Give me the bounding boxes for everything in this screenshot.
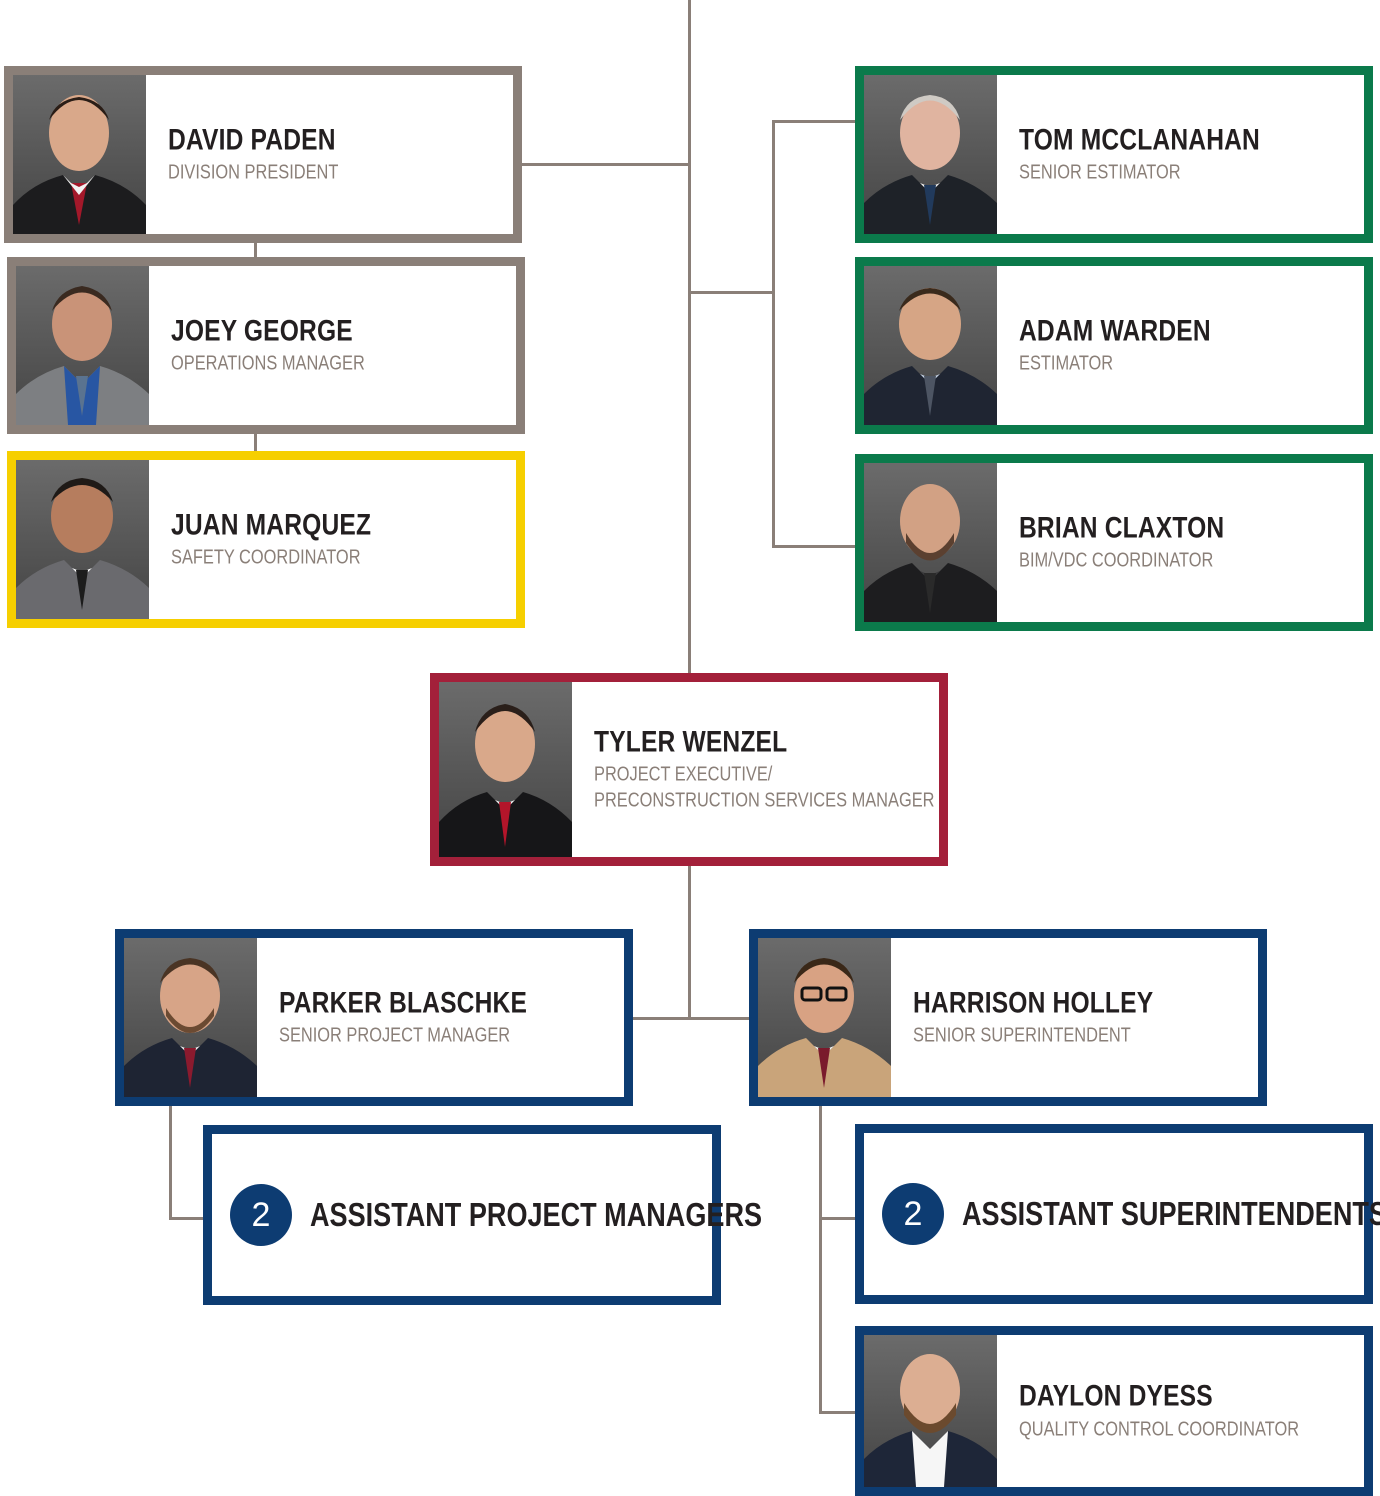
connector-paden-george bbox=[254, 240, 257, 260]
person-name: JOEY GEORGE bbox=[171, 313, 353, 347]
card-tom-mcclanahan[interactable]: TOM MCCLANAHAN SENIOR ESTIMATOR bbox=[855, 66, 1373, 243]
person-title: SENIOR ESTIMATOR bbox=[1019, 161, 1181, 184]
person-name: TYLER WENZEL bbox=[594, 724, 788, 758]
card-adam-warden[interactable]: ADAM WARDEN ESTIMATOR bbox=[855, 257, 1373, 434]
card-david-paden[interactable]: DAVID PADEN DIVISION PRESIDENT bbox=[4, 66, 522, 243]
person-name: PARKER BLASCHKE bbox=[279, 985, 528, 1019]
connector-claxton bbox=[772, 545, 858, 548]
person-title: ESTIMATOR bbox=[1019, 352, 1114, 375]
count-badge: 2 bbox=[230, 1184, 292, 1246]
person-title: OPERATIONS MANAGER bbox=[171, 352, 365, 375]
connector-estimating-vertical bbox=[772, 120, 775, 548]
person-name: TOM MCCLANAHAN bbox=[1019, 122, 1260, 156]
brian-claxton-photo bbox=[864, 463, 997, 622]
card-assistant-superintendents[interactable]: 2 ASSISTANT SUPERINTENDENTS bbox=[855, 1124, 1380, 1304]
connector-mcclanahan bbox=[772, 120, 858, 123]
connector-assistant-pms bbox=[169, 1217, 207, 1220]
person-title-line1: PROJECT EXECUTIVE/ bbox=[594, 763, 773, 786]
card-daylon-dyess[interactable]: DAYLON DYESS QUALITY CONTROL COORDINATOR bbox=[855, 1326, 1373, 1496]
group-label: ASSISTANT SUPERINTENDENTS bbox=[962, 1195, 1380, 1232]
connector-paden bbox=[520, 163, 690, 166]
card-assistant-project-managers[interactable]: 2 ASSISTANT PROJECT MANAGERS bbox=[203, 1125, 762, 1305]
person-name: ADAM WARDEN bbox=[1019, 313, 1211, 347]
connector-holley-down bbox=[819, 1104, 822, 1414]
person-title: SAFETY COORDINATOR bbox=[171, 546, 361, 569]
count-badge: 2 bbox=[882, 1183, 944, 1245]
connector-george-marquez bbox=[254, 432, 257, 454]
david-paden-photo bbox=[13, 75, 146, 234]
card-parker-blaschke[interactable]: PARKER BLASCHKE SENIOR PROJECT MANAGER bbox=[115, 929, 633, 1106]
card-joey-george[interactable]: JOEY GEORGE OPERATIONS MANAGER bbox=[7, 257, 525, 434]
person-title: QUALITY CONTROL COORDINATOR bbox=[1019, 1417, 1300, 1440]
card-tyler-wenzel[interactable]: TYLER WENZEL PROJECT EXECUTIVE/ PRECONST… bbox=[430, 673, 948, 866]
connector-trunk-top bbox=[688, 0, 691, 676]
connector-field-horizontal bbox=[630, 1017, 752, 1020]
person-title: SENIOR SUPERINTENDENT bbox=[913, 1024, 1131, 1047]
person-name: DAYLON DYESS bbox=[1019, 1379, 1213, 1413]
connector-trunk-bottom bbox=[688, 862, 691, 1020]
person-title-line2: PRECONSTRUCTION SERVICES MANAGER bbox=[594, 789, 935, 812]
card-brian-claxton[interactable]: BRIAN CLAXTON BIM/VDC COORDINATOR bbox=[855, 454, 1373, 631]
connector-estimating-branch bbox=[690, 291, 774, 294]
person-name: HARRISON HOLLEY bbox=[913, 985, 1154, 1019]
person-name: BRIAN CLAXTON bbox=[1019, 510, 1225, 544]
daylon-dyess-photo bbox=[864, 1335, 997, 1487]
group-label: ASSISTANT PROJECT MANAGERS bbox=[310, 1196, 763, 1233]
connector-blaschke-down bbox=[169, 1104, 172, 1220]
person-title: SENIOR PROJECT MANAGER bbox=[279, 1024, 511, 1047]
connector-assistant-supers bbox=[819, 1217, 859, 1220]
parker-blaschke-photo bbox=[124, 938, 257, 1097]
joey-george-photo bbox=[16, 266, 149, 425]
adam-warden-photo bbox=[864, 266, 997, 425]
card-harrison-holley[interactable]: HARRISON HOLLEY SENIOR SUPERINTENDENT bbox=[749, 929, 1267, 1106]
harrison-holley-photo bbox=[758, 938, 891, 1097]
person-name: DAVID PADEN bbox=[168, 122, 336, 156]
person-title: BIM/VDC COORDINATOR bbox=[1019, 549, 1214, 572]
tyler-wenzel-photo bbox=[439, 682, 572, 857]
person-title: DIVISION PRESIDENT bbox=[168, 161, 339, 184]
juan-marquez-photo bbox=[16, 460, 149, 619]
connector-dyess bbox=[819, 1411, 859, 1414]
tom-mcclanahan-photo bbox=[864, 75, 997, 234]
card-juan-marquez[interactable]: JUAN MARQUEZ SAFETY COORDINATOR bbox=[7, 451, 525, 628]
person-name: JUAN MARQUEZ bbox=[171, 507, 372, 541]
